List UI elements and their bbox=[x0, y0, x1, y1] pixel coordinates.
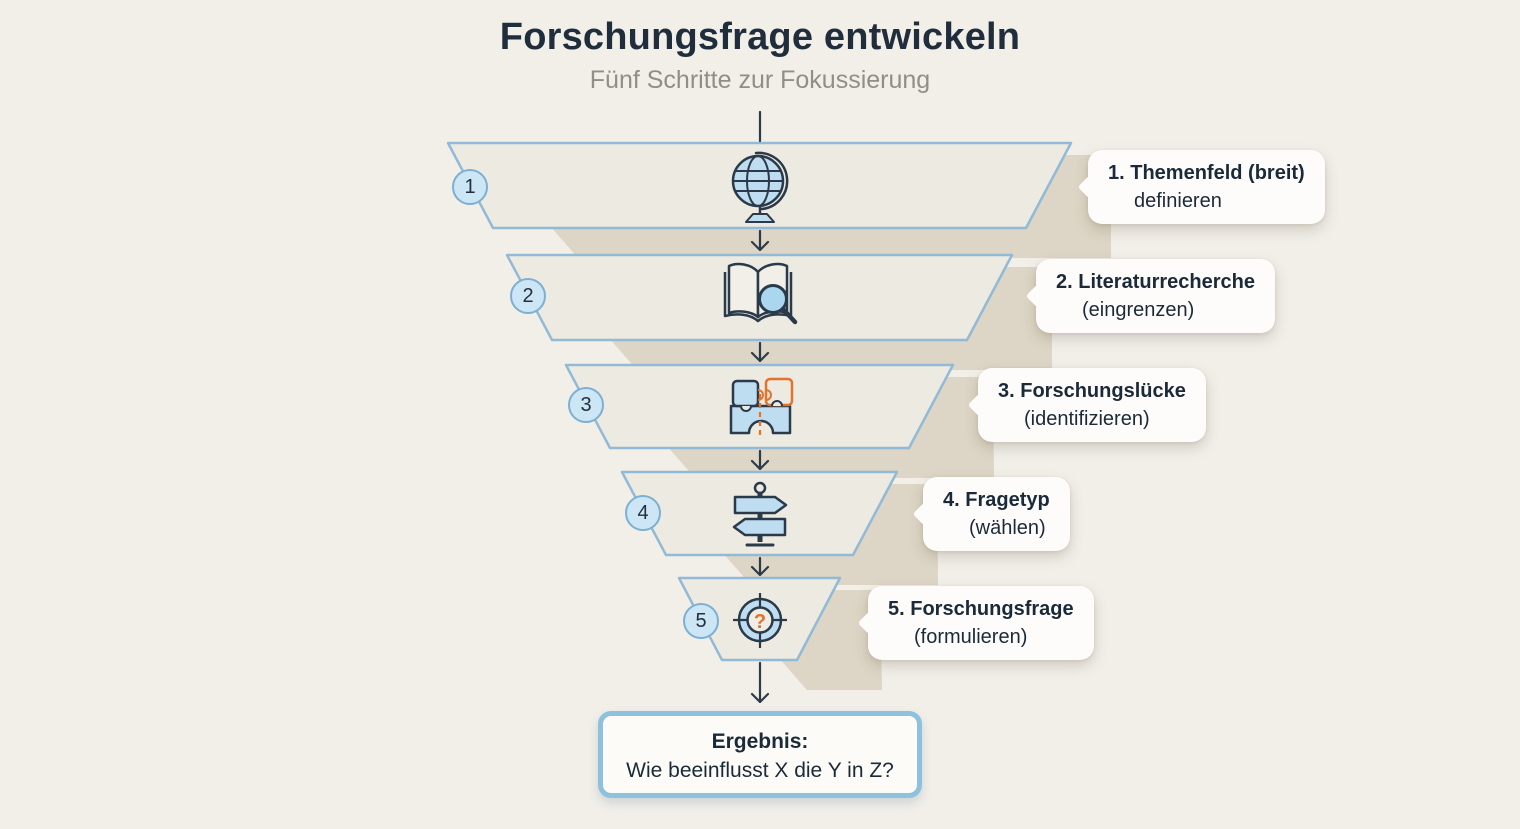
flow-arrow-3-4 bbox=[750, 449, 770, 471]
step-badge-1-number: 1 bbox=[464, 175, 476, 198]
step-badge-4-number: 4 bbox=[637, 501, 649, 524]
step-badge-5: 5 bbox=[683, 603, 719, 639]
page-title: Forschungsfrage entwickeln bbox=[499, 16, 1021, 58]
result-box: Ergebnis: Wie beeinflusst X die Y in Z? bbox=[598, 711, 922, 798]
globe-icon bbox=[731, 151, 789, 223]
step-badge-3: 3 bbox=[568, 387, 604, 423]
result-heading: Ergebnis: bbox=[711, 730, 809, 753]
step-callout-4-sublabel: (wählen) bbox=[969, 517, 1046, 539]
flow-arrow-5-result bbox=[750, 661, 770, 704]
target-question-mark: ? bbox=[754, 611, 766, 633]
step-callout-1-sublabel: definieren bbox=[1134, 190, 1222, 212]
step-badge-1: 1 bbox=[452, 169, 488, 205]
step-badge-2-number: 2 bbox=[522, 284, 534, 307]
step-callout-3: 3. Forschungslücke (identifizieren) bbox=[978, 368, 1206, 442]
step-callout-4: 4. Fragetyp (wählen) bbox=[923, 477, 1070, 551]
step-callout-2-sublabel: (eingrenzen) bbox=[1082, 299, 1195, 321]
puzzle-gap-icon bbox=[729, 377, 794, 437]
step-badge-3-number: 3 bbox=[580, 393, 592, 416]
target-question-icon: ? bbox=[733, 593, 787, 648]
step-callout-1-label: 1. Themenfeld (breit) bbox=[1108, 162, 1305, 184]
result-question: Wie beeinflusst X die Y in Z? bbox=[626, 759, 894, 782]
flow-arrows bbox=[750, 110, 770, 704]
step-badge-2: 2 bbox=[510, 278, 546, 314]
step-callout-5: 5. Forschungsfrage (formulieren) bbox=[868, 586, 1094, 660]
step-callout-2: 2. Literaturrecherche (eingrenzen) bbox=[1036, 259, 1275, 333]
page-subtitle: Fünf Schritte zur Fokussierung bbox=[589, 66, 931, 94]
step-callout-4-label: 4. Fragetyp bbox=[943, 489, 1050, 511]
step-callout-2-label: 2. Literaturrecherche bbox=[1056, 271, 1255, 293]
step-badge-4: 4 bbox=[625, 495, 661, 531]
flow-arrow-2-3 bbox=[750, 341, 770, 363]
funnel-levels bbox=[446, 141, 1073, 662]
book-search-icon bbox=[723, 262, 798, 325]
step-callout-3-label: 3. Forschungslücke bbox=[998, 380, 1186, 402]
step-callout-3-sublabel: (identifizieren) bbox=[1024, 408, 1150, 430]
flow-arrow-4-5 bbox=[750, 556, 770, 577]
signpost-icon bbox=[732, 481, 788, 547]
step-badge-5-number: 5 bbox=[695, 609, 707, 632]
flow-arrow-1-2 bbox=[750, 229, 770, 252]
step-callout-5-sublabel: (formulieren) bbox=[914, 626, 1028, 648]
step-callout-1: 1. Themenfeld (breit) definieren bbox=[1088, 150, 1325, 224]
step-callout-5-label: 5. Forschungsfrage bbox=[888, 598, 1074, 620]
